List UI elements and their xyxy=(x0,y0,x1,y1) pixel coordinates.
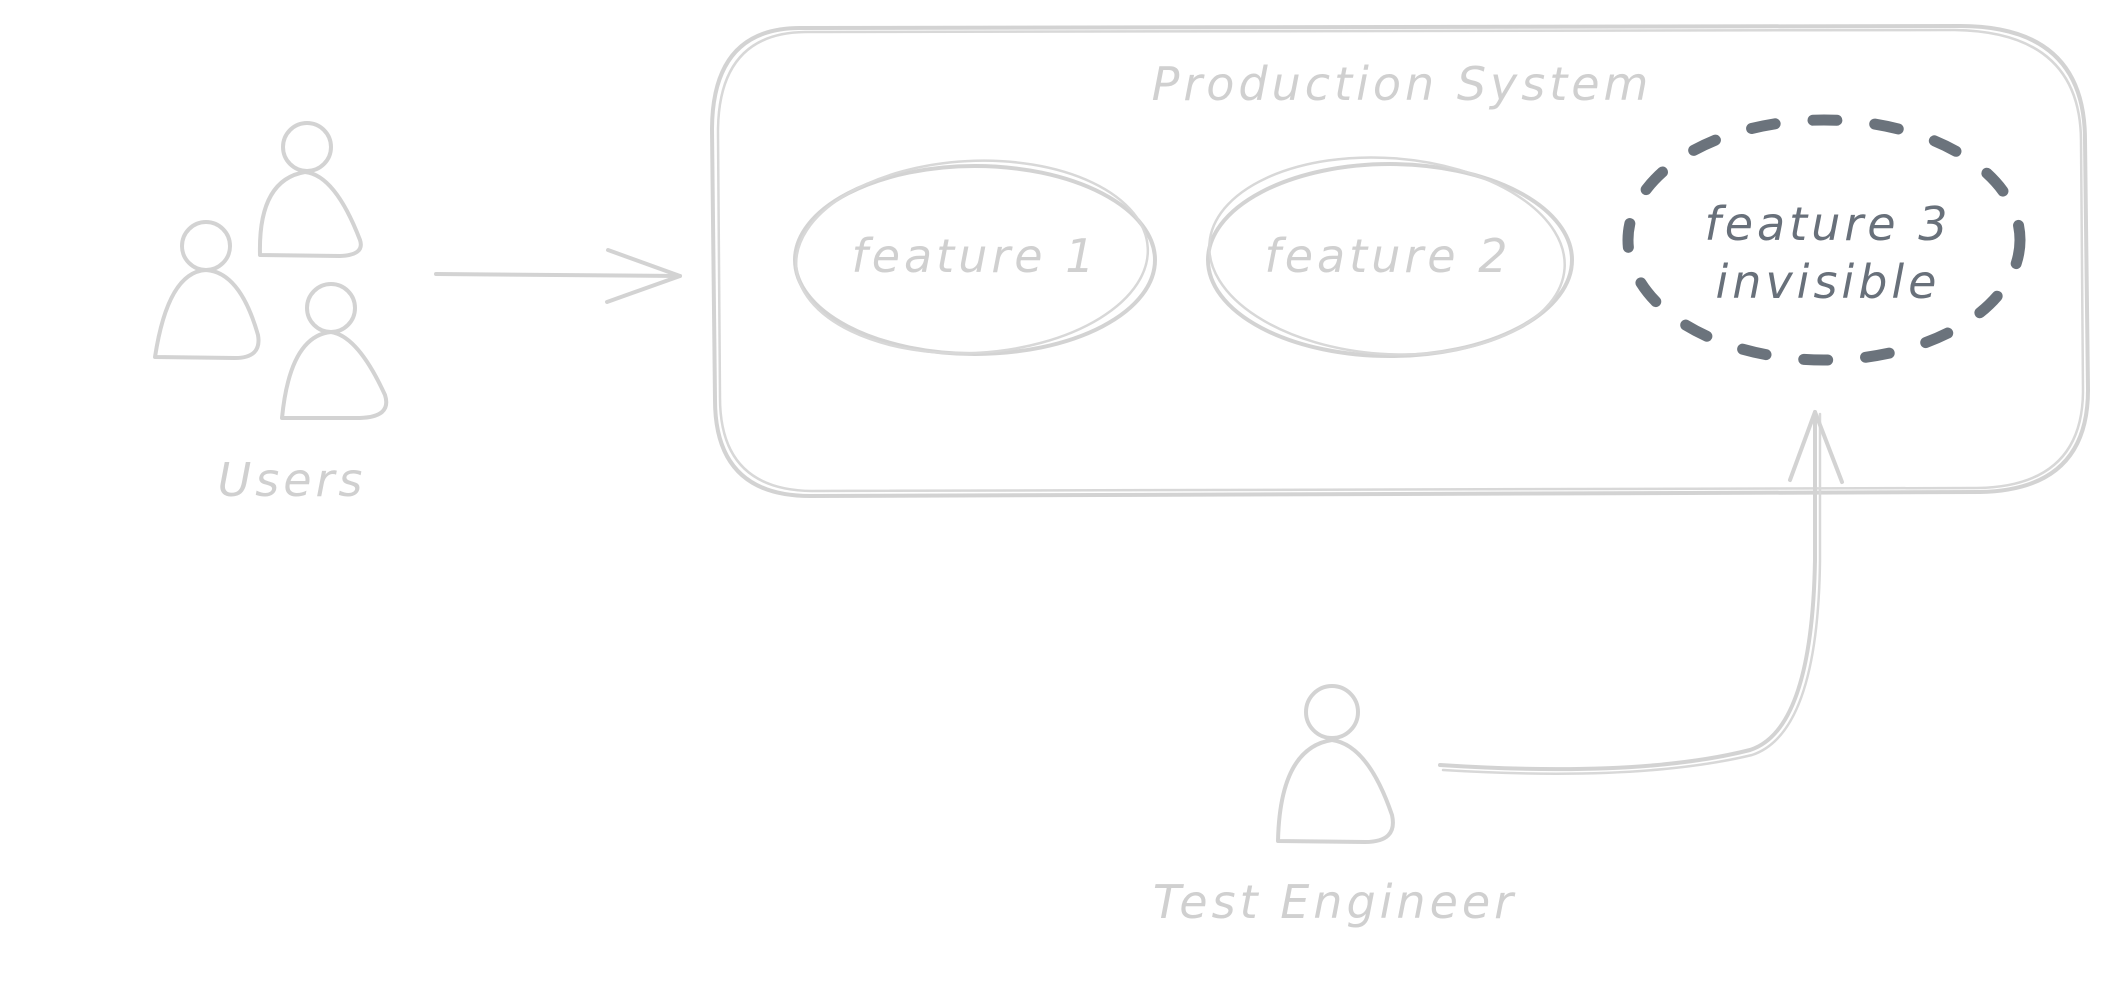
feature-1-label: feature 1 xyxy=(852,229,1099,283)
users-to-system-arrow xyxy=(434,248,682,304)
feature-3-invisible-label: invisible xyxy=(1716,255,1941,309)
feature-2-label: feature 2 xyxy=(1265,229,1512,283)
feature-3-label: feature 3 xyxy=(1705,197,1952,251)
production-system-title: Production System xyxy=(1152,57,1653,111)
test-engineer-label: Test Engineer xyxy=(1153,875,1517,929)
feature-3-dashed-ellipse xyxy=(1622,114,2026,366)
feature-1-ellipse xyxy=(793,159,1157,356)
users-person-icon xyxy=(153,121,389,420)
test-engineer-person-icon xyxy=(1276,684,1395,844)
test-engineer-to-feature-3-arrow xyxy=(1438,410,1844,775)
users-label: Users xyxy=(218,453,367,507)
production-system-box xyxy=(710,24,2090,498)
feature-2-ellipse xyxy=(1206,156,1574,358)
